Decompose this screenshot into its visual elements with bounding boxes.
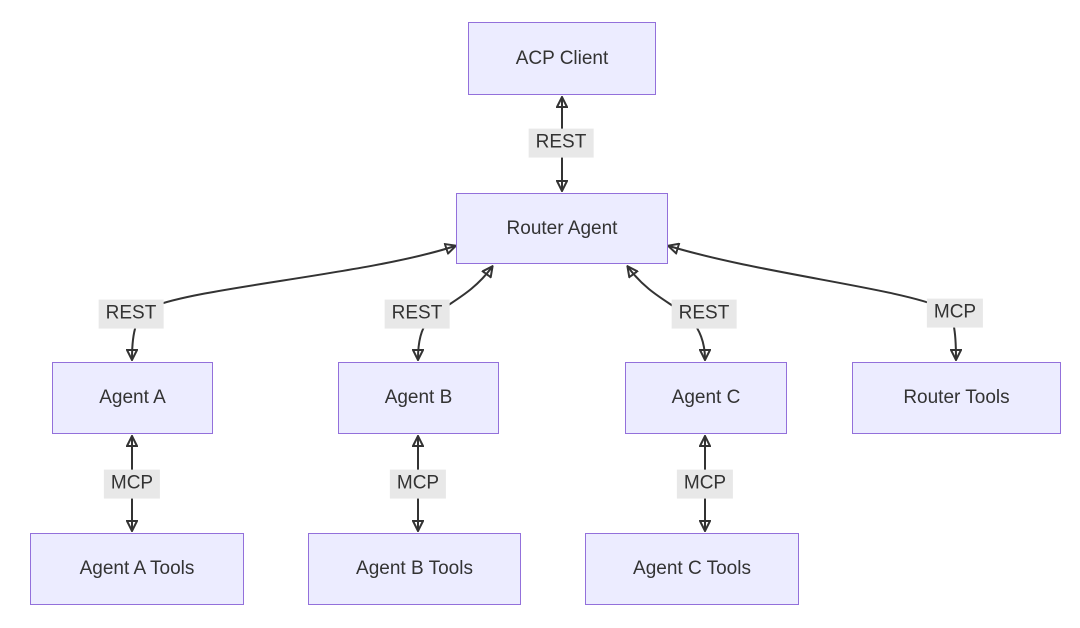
edge-label-router-agent-agent-a: REST [98, 299, 164, 329]
node-agent-a-tools-label: Agent A Tools [79, 558, 195, 579]
edge-label-router-agent-agent-c: REST [671, 299, 737, 329]
node-acp-client-label: ACP Client [515, 47, 609, 69]
node-agent-a: Agent A [52, 362, 213, 434]
node-acp-client: ACP Client [468, 22, 656, 95]
node-router-agent: Router Agent [456, 193, 668, 264]
node-agent-b-tools-label: Agent B Tools [356, 558, 473, 579]
node-agent-c-tools-label: Agent C Tools [633, 558, 751, 579]
edge-label-acp-client-router-agent: REST [528, 128, 594, 158]
node-agent-a-label: Agent A [99, 387, 166, 408]
node-agent-c: Agent C [625, 362, 787, 434]
edge-label-router-agent-router-tools: MCP [926, 298, 984, 328]
node-router-tools: Router Tools [852, 362, 1061, 434]
edge-label-router-agent-agent-b: REST [384, 299, 450, 329]
node-agent-b-label: Agent B [384, 387, 453, 408]
edge-label-agent-a-agent-a-tools: MCP [103, 469, 161, 499]
edge-label-agent-b-agent-b-tools: MCP [389, 469, 447, 499]
node-agent-c-tools: Agent C Tools [585, 533, 799, 605]
node-router-agent-label: Router Agent [506, 217, 618, 239]
node-agent-b-tools: Agent B Tools [308, 533, 521, 605]
node-agent-c-label: Agent C [671, 387, 741, 408]
node-router-tools-label: Router Tools [903, 387, 1010, 408]
node-agent-a-tools: Agent A Tools [30, 533, 244, 605]
edge-label-agent-c-agent-c-tools: MCP [676, 469, 734, 499]
node-agent-b: Agent B [338, 362, 499, 434]
